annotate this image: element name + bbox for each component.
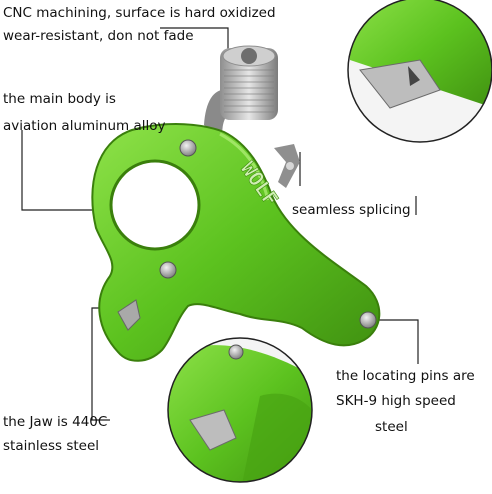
release-body <box>91 123 381 362</box>
finger-hole <box>109 159 201 251</box>
callout-cnc-line1: CNC machining, surface is hard oxidized <box>3 5 276 21</box>
zoom-bottom <box>167 337 313 483</box>
jaw-hook <box>117 299 141 331</box>
line-pins <box>378 319 419 364</box>
callout-pins-line1: the locating pins are <box>336 368 475 384</box>
trigger-assembly <box>204 45 300 188</box>
callout-pins-line2: SKH-9 high speed <box>336 393 456 409</box>
callout-body-line2: aviation aluminum alloy <box>3 118 166 134</box>
pin-middle <box>159 261 177 279</box>
callout-jaw-line1: the Jaw is 440C <box>3 414 108 430</box>
callout-pins-line3: steel <box>375 419 408 435</box>
pin-right <box>359 311 377 329</box>
callout-jaw-line2: stainless steel <box>3 438 100 454</box>
callout-body-line1: the main body is <box>3 91 116 107</box>
callout-seam: seamless splicing <box>292 202 411 218</box>
line-cnc <box>160 27 229 58</box>
knurled-knob <box>220 48 278 120</box>
zoom-top <box>347 0 492 143</box>
pin-top <box>179 139 197 157</box>
line-body <box>21 130 92 211</box>
callout-cnc-line2: wear-resistant, don not fade <box>3 28 194 44</box>
